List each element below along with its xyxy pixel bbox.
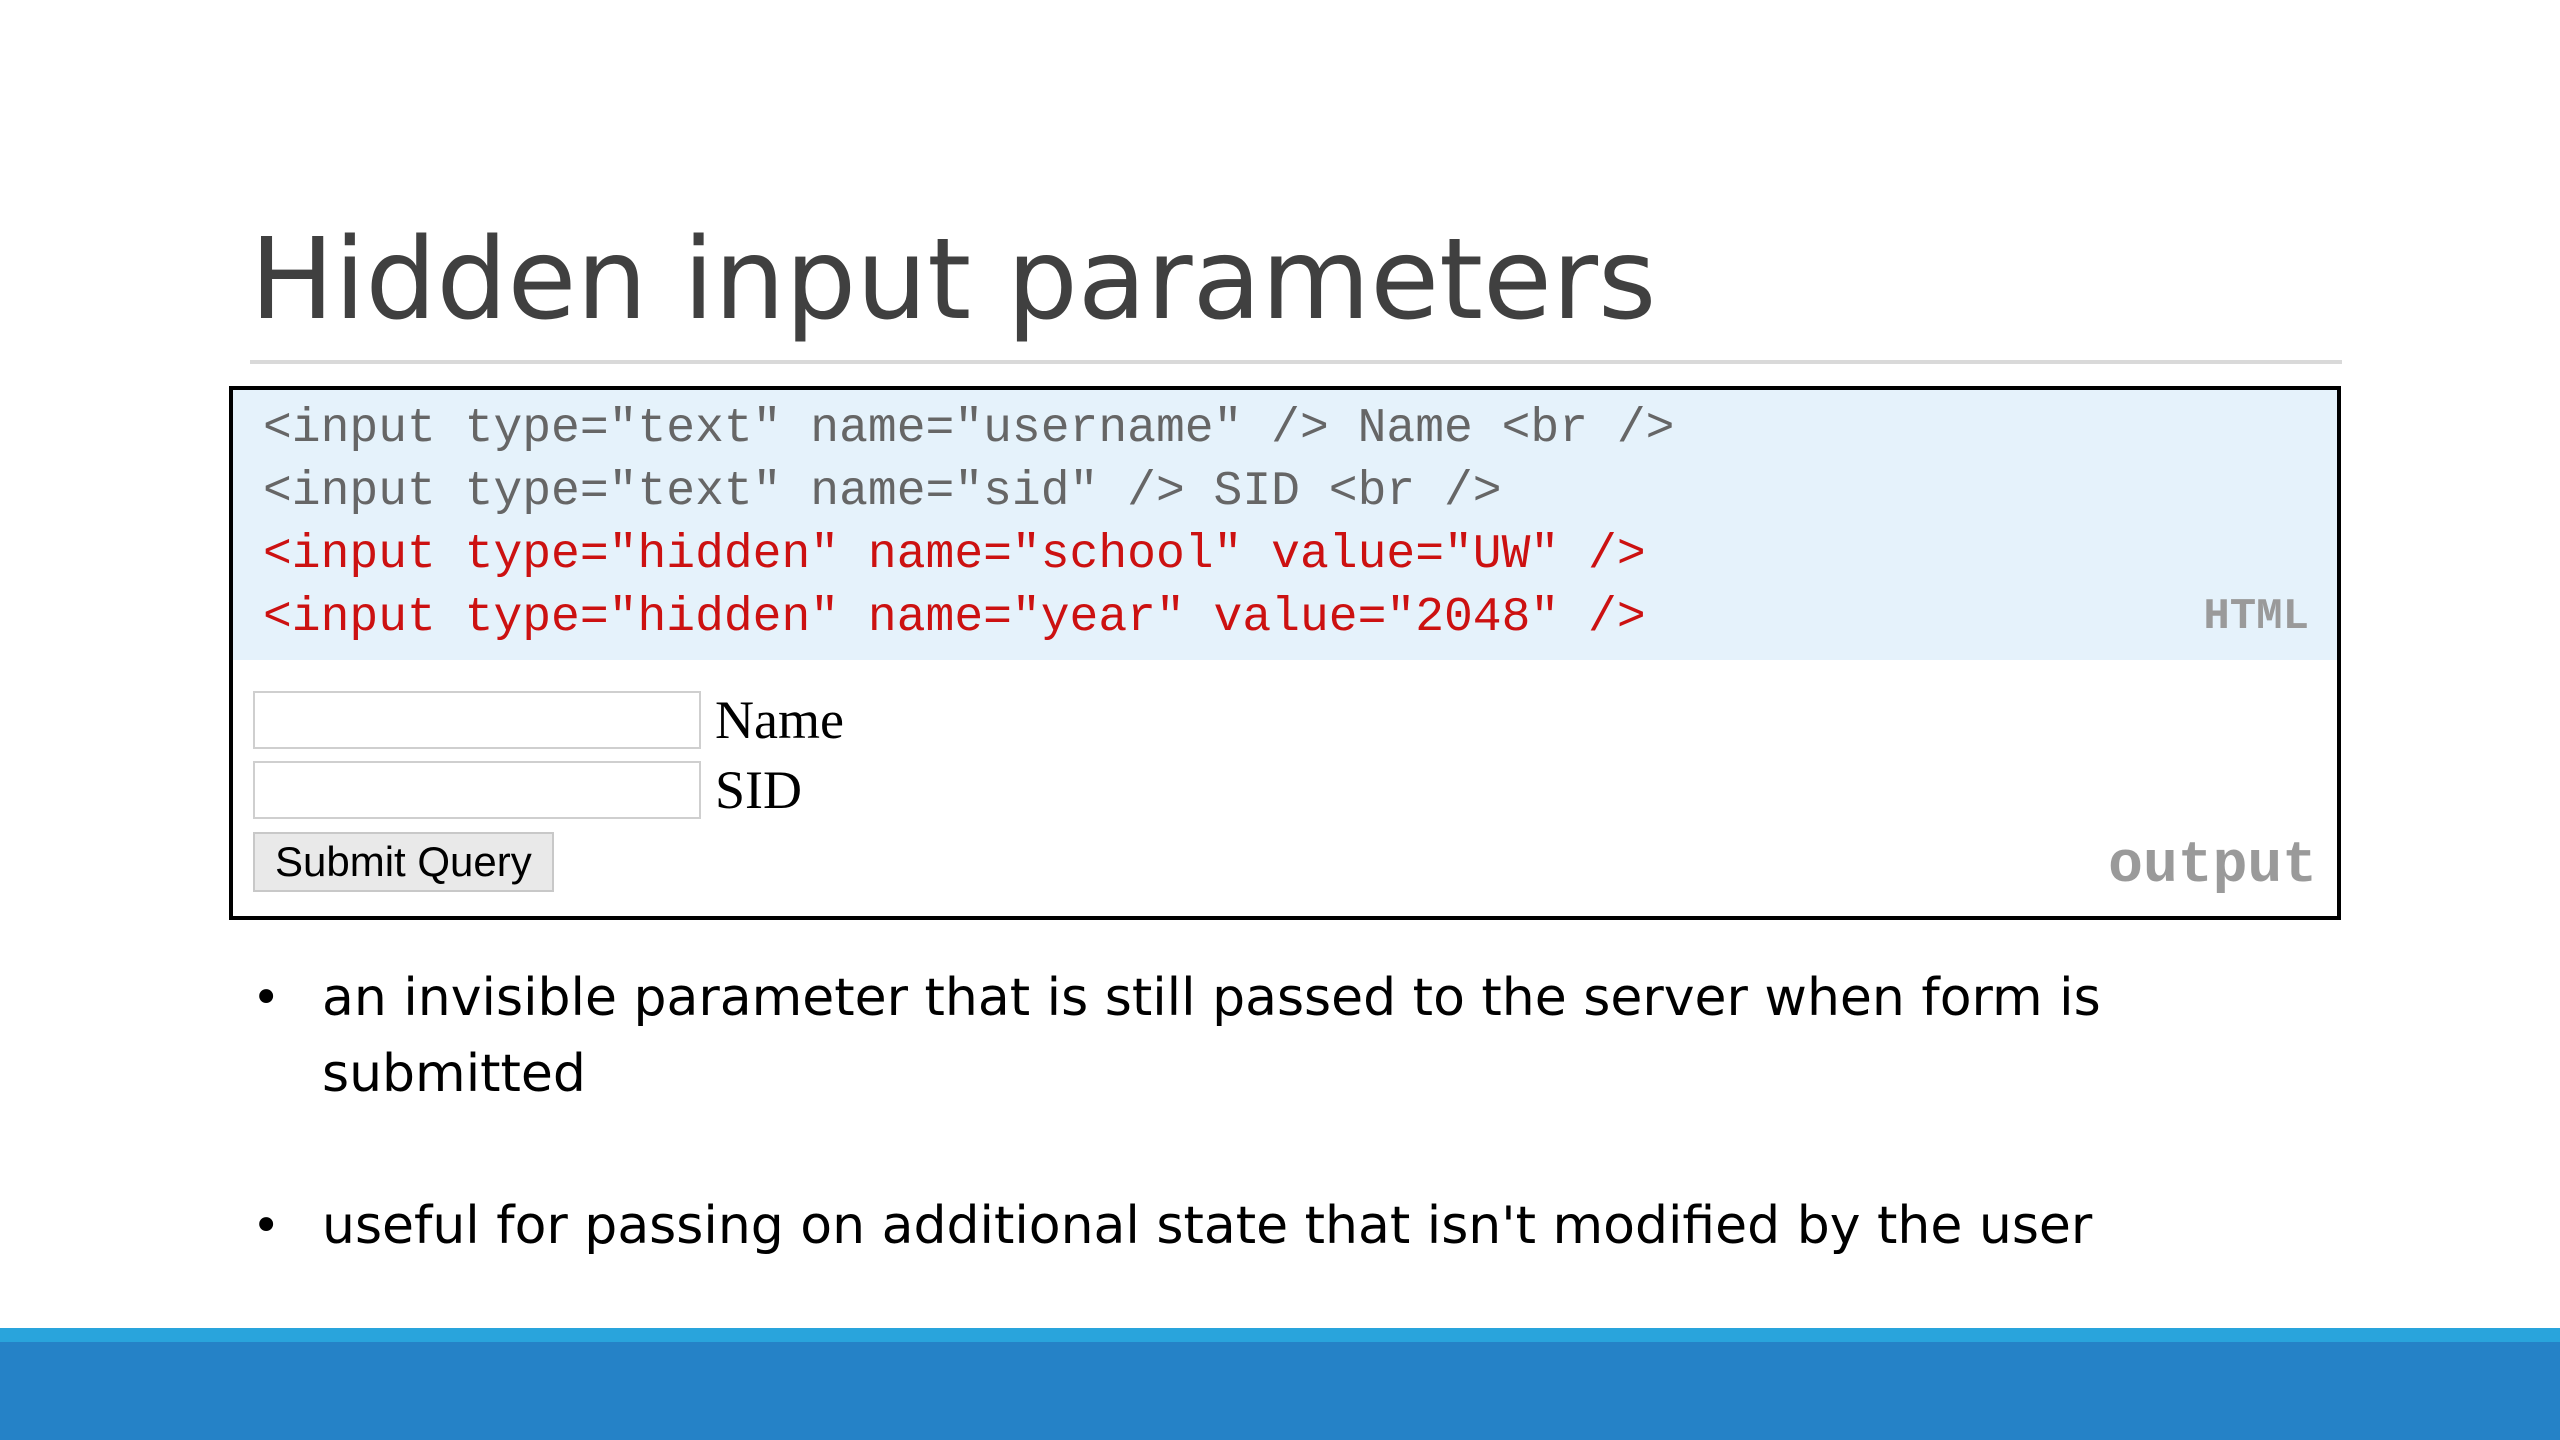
bullet-icon: • <box>252 1198 281 1254</box>
bullet-text: useful for passing on additional state t… <box>322 1196 2093 1256</box>
name-label: Name <box>715 690 844 750</box>
code-line-hidden-year: <input type="hidden" name="year" value="… <box>263 591 1646 645</box>
slide-title: Hidden input parameters <box>250 215 1657 345</box>
output-example-box: Name SID Submit Query output <box>229 660 2341 920</box>
sid-row: SID <box>253 760 802 820</box>
bullet-text: an invisible parameter that is still pas… <box>322 968 2101 1104</box>
footer-accent-stripe <box>0 1328 2560 1342</box>
name-row: Name <box>253 690 844 750</box>
code-example-box: <input type="text" name="username" /> Na… <box>229 386 2341 664</box>
bullet-item: • an invisible parameter that is still p… <box>240 960 2240 1112</box>
bullet-list: • an invisible parameter that is still p… <box>240 960 2240 1264</box>
code-language-tag: HTML <box>2203 592 2309 642</box>
footer-bar <box>0 1342 2560 1440</box>
title-divider <box>250 360 2342 364</box>
output-tag: output <box>2108 834 2317 899</box>
code-line-hidden-school: <input type="hidden" name="school" value… <box>263 528 1646 582</box>
username-input[interactable] <box>253 691 701 749</box>
submit-query-button[interactable]: Submit Query <box>253 832 554 892</box>
code-line-username: <input type="text" name="username" /> Na… <box>263 402 1675 456</box>
bullet-item: • useful for passing on additional state… <box>240 1188 2240 1264</box>
bullet-icon: • <box>252 970 281 1026</box>
sid-label: SID <box>715 760 803 820</box>
code-line-sid: <input type="text" name="sid" /> SID <br… <box>263 465 1502 519</box>
sid-input[interactable] <box>253 761 701 819</box>
